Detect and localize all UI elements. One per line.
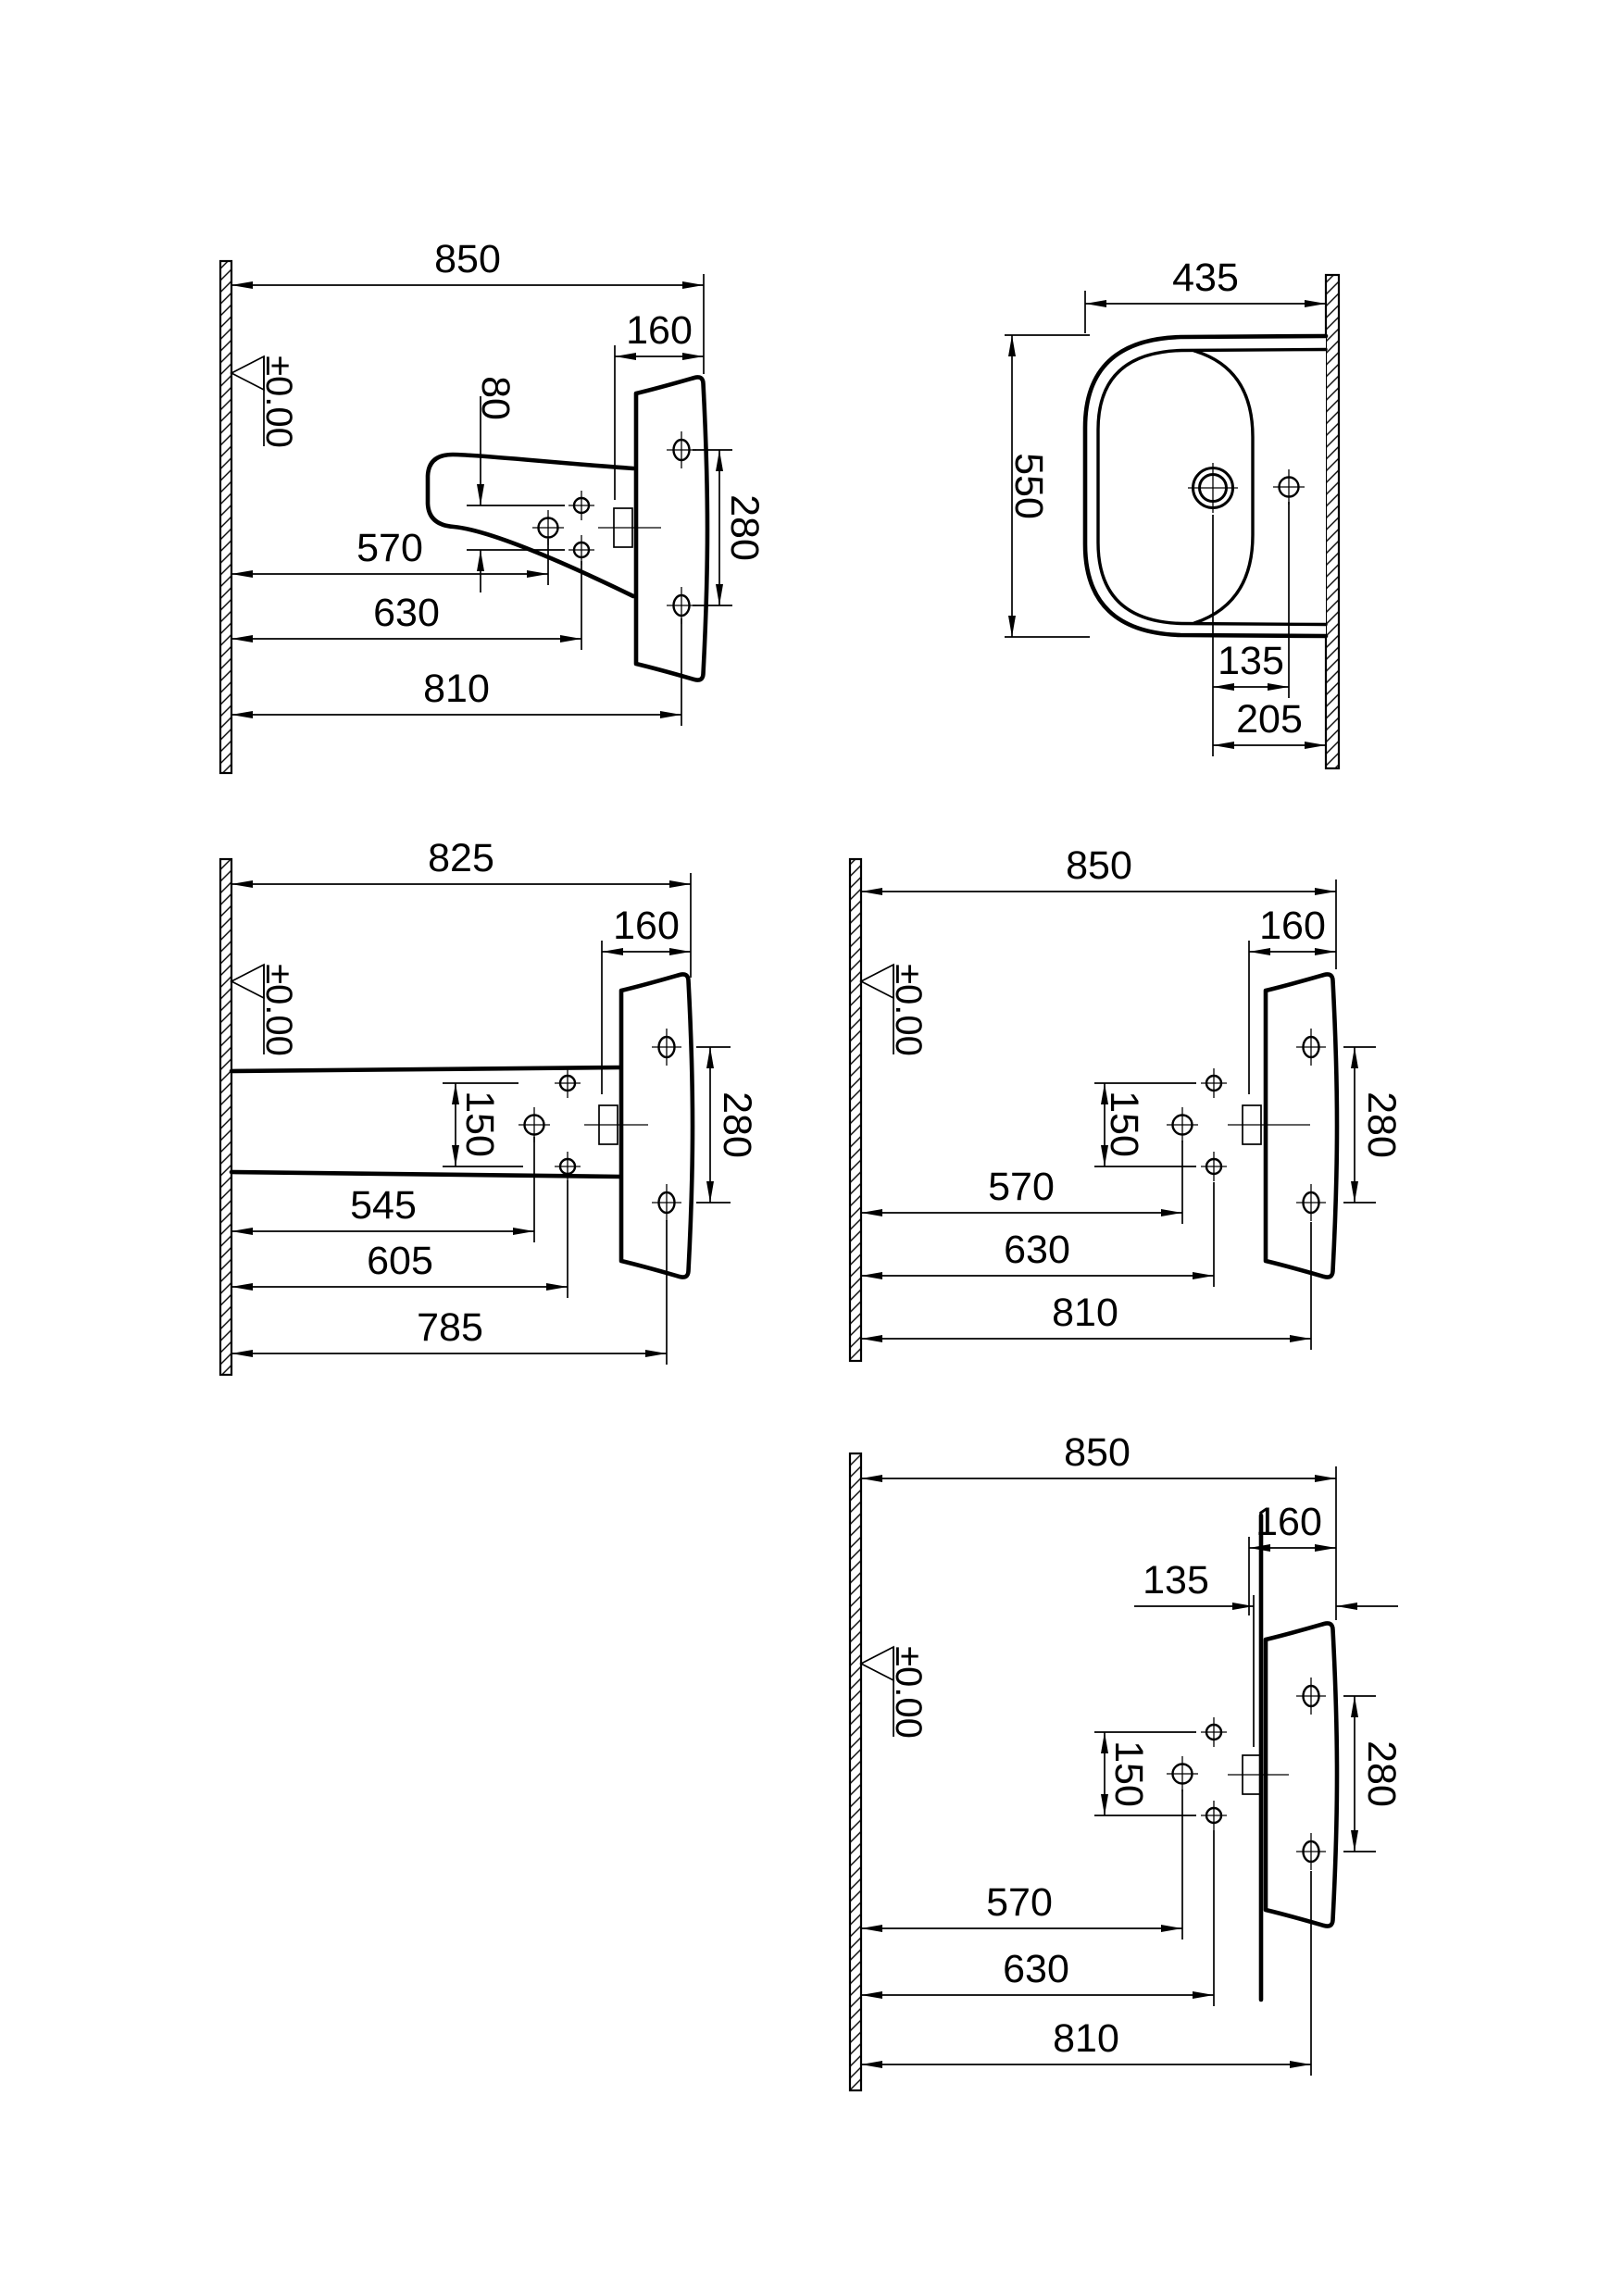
dim-150: 150	[1094, 1082, 1196, 1167]
dim-160-label: 160	[1259, 904, 1326, 948]
dim-550-label: 550	[1006, 453, 1051, 519]
dim-605: 605	[231, 1180, 568, 1298]
dim-135-label: 135	[1218, 639, 1284, 683]
dim-545-label: 545	[350, 1183, 417, 1228]
bowl-back-line	[1193, 349, 1255, 625]
dim-570-label: 570	[986, 1880, 1053, 1925]
dim-280-label: 280	[715, 1091, 759, 1158]
basin-bowl-profile	[425, 452, 636, 599]
dim-810-label: 810	[1052, 1291, 1118, 1335]
datum-label: ±0.00	[258, 964, 299, 1056]
dim-150-label: 150	[457, 1091, 502, 1157]
dim-205-label: 205	[1236, 697, 1303, 742]
dim-785-label: 785	[417, 1305, 483, 1350]
fixing-hole-icon	[1165, 1105, 1200, 1144]
dim-135: 135	[1212, 502, 1290, 756]
dim-160-label: 160	[613, 904, 680, 948]
dim-570: 570	[861, 1790, 1183, 1940]
dim-630: 630	[861, 1830, 1215, 2006]
fixing-hole-icon	[1165, 1754, 1200, 1793]
datum-label: ±0.00	[258, 355, 299, 448]
dim-810: 810	[231, 618, 682, 726]
dim-630-label: 630	[1003, 1947, 1069, 1991]
dim-850-label: 850	[1066, 843, 1132, 888]
dim-150: 150	[1094, 1731, 1196, 1816]
dim-435: 435	[1084, 256, 1326, 333]
dim-160: 160	[601, 904, 691, 1094]
dim-630-label: 630	[373, 591, 440, 635]
view-basin-with-trap-cover-elevation: ±0.00 850 160 135 150	[848, 1430, 1404, 2092]
dim-435-label: 435	[1172, 256, 1239, 300]
dim-630: 630	[861, 1182, 1215, 1287]
dim-630: 630	[231, 561, 582, 650]
dim-150-label: 150	[1102, 1091, 1146, 1157]
datum-label: ±0.00	[888, 964, 929, 1056]
view-basin-with-console-elevation: ±0.00 825 160 150	[219, 836, 759, 1377]
wall-section	[219, 857, 233, 1377]
dim-850-label: 850	[1064, 1430, 1131, 1475]
dim-850: 850	[231, 237, 705, 374]
dim-850-label: 850	[434, 237, 501, 281]
wall-section	[1324, 273, 1341, 770]
view-basin-installation-elevation: ±0.00 850 160 150 280	[848, 843, 1404, 1363]
wall-section	[848, 1452, 863, 2092]
dim-825-label: 825	[428, 836, 494, 880]
view-basin-plan: 435 550 135 205	[1005, 256, 1341, 770]
dim-850: 850	[861, 843, 1337, 969]
dim-160: 160	[614, 308, 704, 500]
dim-160: 160	[1248, 1500, 1336, 1615]
drain-icon	[1188, 463, 1238, 513]
dim-825: 825	[231, 836, 692, 978]
dim-810-label: 810	[423, 667, 490, 711]
dim-280: 280	[1343, 1046, 1404, 1204]
dim-545: 545	[231, 1137, 535, 1242]
basin-front-panel	[1266, 974, 1337, 1277]
fixing-hole-icon	[553, 1066, 582, 1100]
dim-135-label: 135	[1143, 1558, 1209, 1603]
basin-front-panel	[621, 974, 693, 1277]
console-bottom-edge	[229, 1169, 624, 1179]
dim-810: 810	[861, 1871, 1312, 2076]
datum-label: ±0.00	[888, 1646, 929, 1739]
dim-570: 570	[861, 1141, 1183, 1224]
dim-570: 570	[231, 526, 549, 585]
view-basin-side-elevation: ±0.00 850 160 80	[219, 237, 767, 775]
dim-150: 150	[443, 1082, 523, 1167]
dim-280-label: 280	[1359, 1740, 1404, 1807]
basin-rim-line	[1096, 347, 1328, 627]
wall-section	[219, 259, 233, 775]
dim-135: 135	[1134, 1558, 1398, 1747]
dim-630-label: 630	[1004, 1228, 1070, 1272]
basin-front-panel	[636, 377, 707, 680]
dim-160-label: 160	[626, 308, 693, 353]
dim-160-label: 160	[1255, 1500, 1322, 1544]
dim-280: 280	[696, 1046, 759, 1204]
fixing-hole-icon	[1199, 1066, 1229, 1100]
dim-850: 850	[861, 1430, 1337, 1620]
fixing-hole-icon	[1199, 1715, 1229, 1749]
fixing-hole-icon	[1199, 1799, 1229, 1832]
dim-80-label: 80	[473, 376, 518, 420]
dim-160: 160	[1248, 904, 1336, 1094]
console-top-edge	[229, 1065, 624, 1074]
dim-785: 785	[231, 1220, 668, 1365]
dim-810-label: 810	[1053, 2016, 1119, 2061]
wall-section	[848, 857, 863, 1363]
dim-205: 205	[1213, 697, 1326, 749]
dim-280: 280	[1343, 1695, 1404, 1852]
dim-810: 810	[861, 1222, 1312, 1350]
dim-280-label: 280	[722, 494, 767, 561]
dim-605-label: 605	[367, 1239, 433, 1283]
dim-280-label: 280	[1359, 1091, 1404, 1158]
dim-280: 280	[693, 449, 767, 606]
dim-570-label: 570	[988, 1165, 1055, 1209]
fixing-hole-icon	[1199, 1150, 1229, 1183]
dim-550: 550	[1005, 334, 1090, 638]
dim-150-label: 150	[1106, 1740, 1151, 1807]
dim-570-label: 570	[356, 526, 423, 570]
